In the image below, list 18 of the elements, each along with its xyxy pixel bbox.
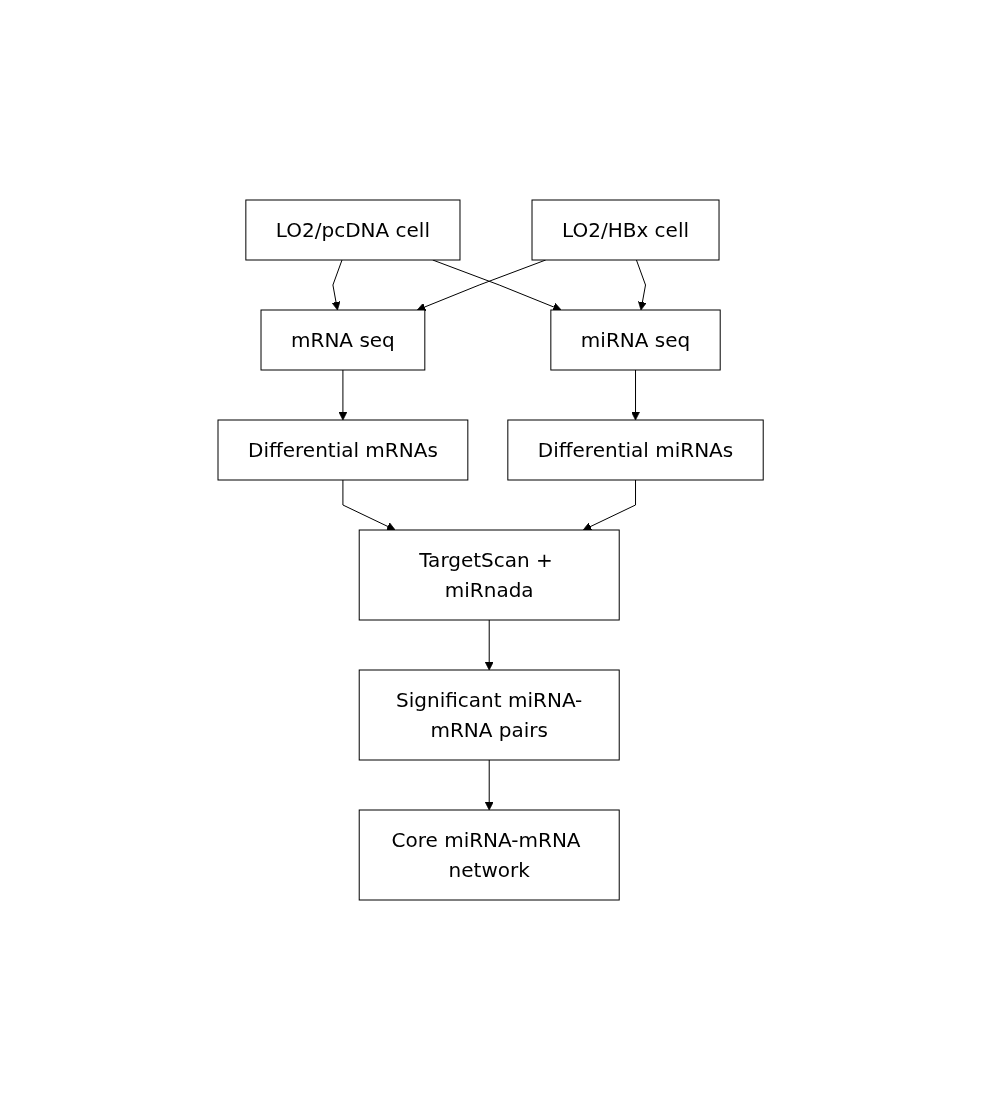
- node-box: LO2/pcDNA cell: [245, 199, 461, 260]
- node-box: Core miRNA-mRNA network: [358, 809, 620, 900]
- arrow: [338, 369, 348, 420]
- node-box: mRNA seq: [260, 309, 426, 370]
- node-box: TargetScan + miRnada: [358, 529, 620, 620]
- node-box: Differential mRNAs: [217, 419, 469, 480]
- arrow: [432, 259, 562, 311]
- arrow: [342, 479, 396, 531]
- node-box: Differential miRNAs: [507, 419, 764, 480]
- arrow: [631, 369, 640, 420]
- node-box: LO2/HBx cell: [531, 199, 720, 260]
- arrow: [484, 759, 494, 810]
- node-box: miRNA seq: [550, 309, 721, 370]
- arrow: [635, 259, 647, 310]
- node-box: Significant miRNA-mRNA pairs: [358, 669, 620, 760]
- arrow: [582, 479, 636, 531]
- arrow: [484, 619, 494, 670]
- arrow: [331, 259, 343, 310]
